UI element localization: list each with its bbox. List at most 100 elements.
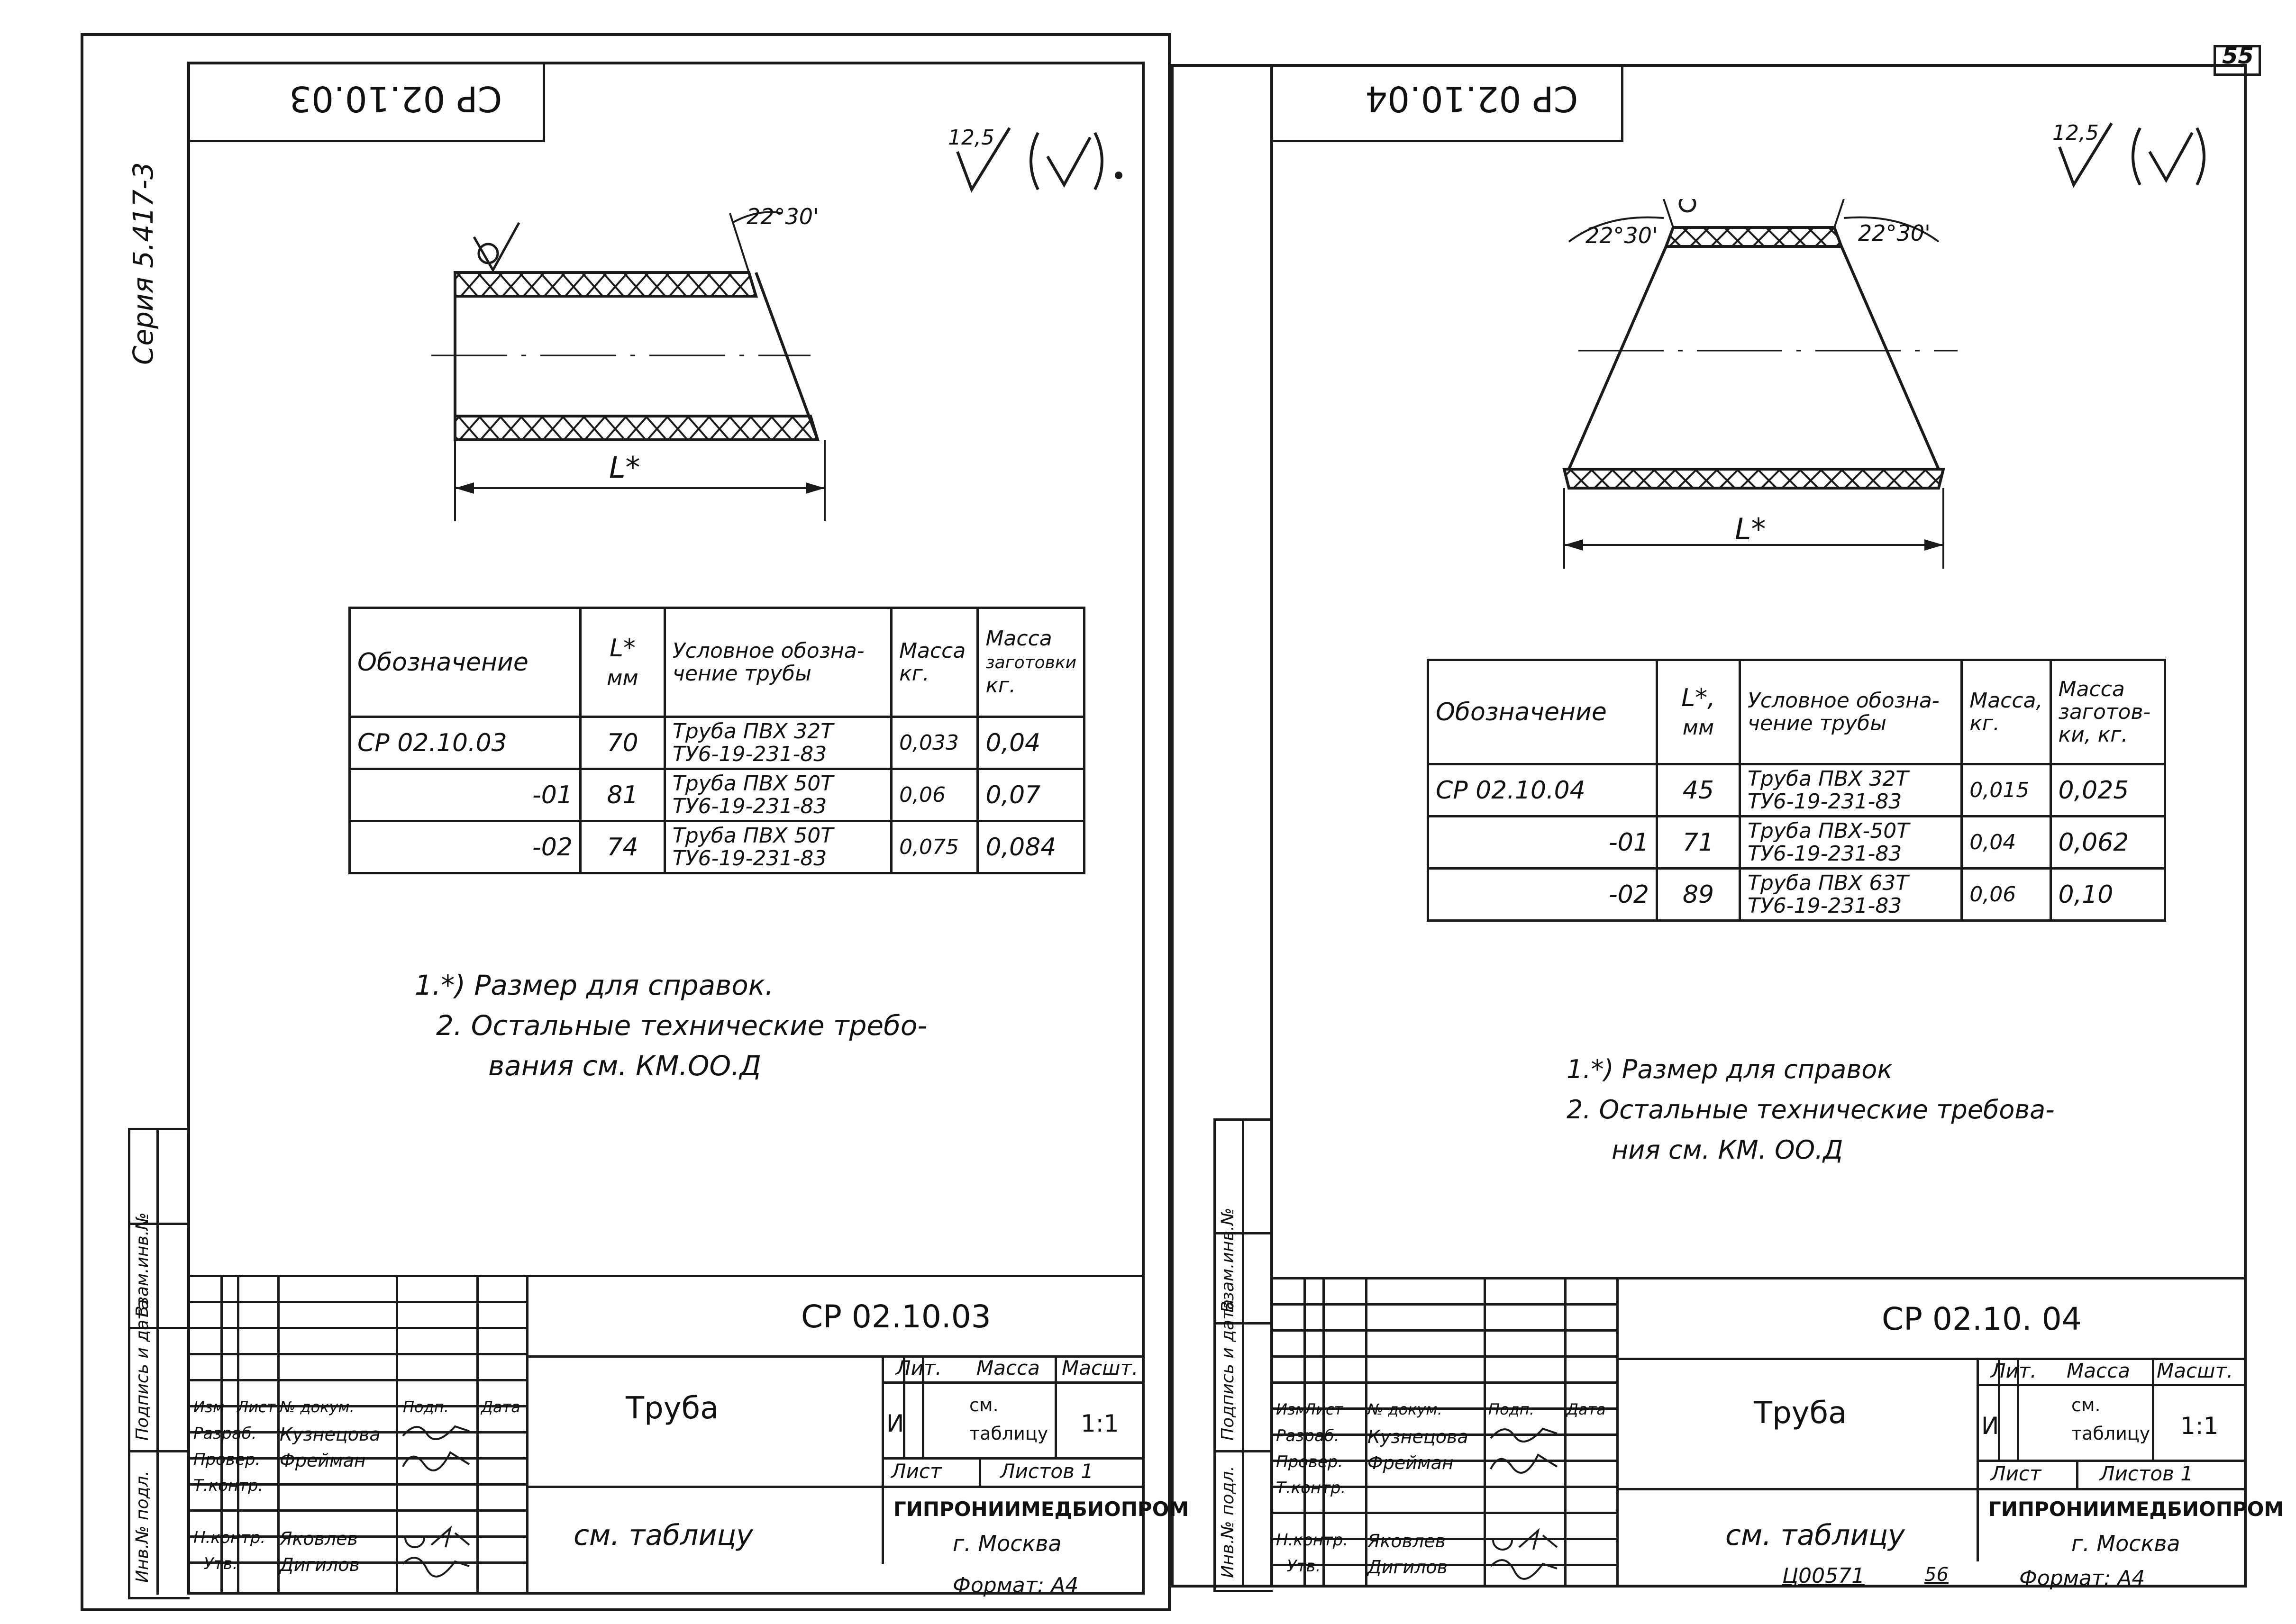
- note-2-right: 2. Остальные технические требова-: [1567, 1095, 2055, 1125]
- tb-right-person-1: Фрейман: [1367, 1452, 1454, 1473]
- tb-left-hdr-sign: Подп.: [403, 1398, 449, 1416]
- tb-right-city: г. Москва: [2071, 1531, 2180, 1556]
- row1-mass: 0,06: [890, 768, 979, 822]
- tb-right-hdr-list: Лист: [1304, 1400, 1343, 1418]
- tb-left-hdr-izm: Изм: [193, 1398, 225, 1416]
- tb-right-lit-value: И: [1981, 1412, 1999, 1440]
- tb-left-scale: Масшт.: [1062, 1356, 1139, 1379]
- signature-right-4: [1490, 1559, 1558, 1580]
- spec-table-left: Обозначение L*мм Условное обозна-чение т…: [348, 607, 1085, 874]
- row2-designation-r: -02: [1427, 867, 1658, 922]
- sidebar-right-inv-podl: Инв.№ подл.: [1218, 1466, 1238, 1578]
- row1-length-r: 71: [1655, 815, 1741, 870]
- tb-right-role-1: Провер.: [1276, 1452, 1343, 1471]
- tb-right-person-5: Дигилов: [1367, 1557, 1448, 1578]
- tb-right-mass-value: см.таблицу: [2071, 1395, 2150, 1444]
- inner-frame-right: [1270, 64, 2247, 1588]
- row2-length: 74: [579, 820, 666, 874]
- row0-length: 70: [579, 716, 666, 770]
- header-length: L*мм: [579, 607, 666, 718]
- spec-table-right: Обозначение L*,мм Условное обозна-чение …: [1427, 659, 2167, 922]
- note-3-right: ния см. КМ. ОО.Д: [1612, 1135, 1843, 1165]
- pipe-drawing-right: [1562, 199, 1958, 569]
- row0-mass-r: 0,015: [1960, 763, 2052, 817]
- row1-blank: 0,07: [976, 768, 1085, 822]
- tb-right-lit: Лит.: [1991, 1359, 2037, 1382]
- note-1-right: 1.*) Размер для справок: [1567, 1054, 1893, 1084]
- bottom-code-b: 56: [1924, 1564, 1949, 1586]
- tb-left-city: г. Москва: [953, 1531, 1062, 1556]
- angle-label-right-left: 22°30': [1585, 223, 1658, 248]
- row2-mass: 0,075: [890, 820, 979, 874]
- tb-right-hdr-izm: Изм: [1276, 1400, 1307, 1418]
- note-1-left: 1.*) Размер для справок.: [415, 969, 774, 1001]
- tb-right-hdr-doc: № докум.: [1367, 1400, 1442, 1418]
- tb-left-person-1: Фрейман: [280, 1450, 366, 1471]
- inner-frame-left: [187, 62, 1145, 1595]
- row1-mass-r: 0,04: [1960, 815, 2052, 870]
- header-designation-r: Обозначение: [1427, 659, 1658, 765]
- row1-blank-r: 0,062: [2049, 815, 2167, 870]
- row0-mass: 0,033: [890, 716, 979, 770]
- row2-length-r: 89: [1655, 867, 1741, 922]
- sidebar-right-vzam: Взам.инв.№: [1218, 1207, 1238, 1313]
- row0-length-r: 45: [1655, 763, 1741, 817]
- outer-frame-left: [81, 33, 1171, 1611]
- row0-blank-r: 0,025: [2049, 763, 2167, 817]
- sidebar-label-vzam: Взам.инв.№: [133, 1212, 152, 1317]
- tb-left-person-5: Дигилов: [280, 1554, 360, 1575]
- tb-right-role-0: Разраб.: [1276, 1426, 1339, 1445]
- header-pipe: Условное обозна-чение трубы: [663, 607, 893, 718]
- tb-left-role-0: Разраб.: [193, 1424, 257, 1443]
- signature-right-1: [1490, 1427, 1558, 1443]
- tb-right-person-0: Кузнецова: [1367, 1426, 1468, 1447]
- tb-left-mass-value: см.таблицу: [969, 1395, 1048, 1444]
- tb-left-lit-value: И: [886, 1410, 904, 1437]
- tb-right-scale-value: 1:1: [2180, 1412, 2219, 1440]
- roughness-value-left: 12,5: [948, 126, 994, 150]
- top-stamp-right-box: [1270, 64, 1623, 142]
- tb-left-person-4: Яковлев: [280, 1528, 358, 1549]
- tb-left-hdr-doc: № докум.: [280, 1398, 355, 1416]
- angle-label-right-right: 22°30': [1858, 220, 1931, 246]
- top-stamp-left-box: [187, 62, 545, 142]
- series-stamp: Серия 5.417-3: [127, 162, 159, 365]
- length-label-left: L*: [609, 450, 640, 485]
- row2-mass-r: 0,06: [1960, 867, 2052, 922]
- note-3-left: вания см. КМ.ОО.Д: [488, 1050, 761, 1082]
- tb-left-sheet: Лист: [891, 1460, 942, 1483]
- tb-right-role-4: Н.контр.: [1276, 1531, 1348, 1550]
- roughness-value-right: 12,5: [2052, 121, 2099, 145]
- tb-right-role-2: Т.контр.: [1276, 1479, 1346, 1497]
- tb-left-hdr-list: Лист: [237, 1398, 276, 1416]
- tb-right-person-4: Яковлев: [1367, 1531, 1446, 1551]
- tb-left-scale-value: 1:1: [1081, 1410, 1119, 1437]
- tb-right-scale: Масшт.: [2157, 1359, 2233, 1382]
- tb-right-code: СР 02.10. 04: [1882, 1301, 2082, 1337]
- tb-left-code: СР 02.10.03: [801, 1298, 991, 1335]
- signature-right-2: [1490, 1453, 1558, 1474]
- page-number-box: [2214, 45, 2261, 76]
- tb-right-material: см. таблицу: [1725, 1519, 1905, 1552]
- header-pipe-r: Условное обозна-чение трубы: [1739, 659, 1963, 765]
- sidebar-right-podpis: Подпись и дата: [1218, 1299, 1238, 1441]
- left-sidebar: [128, 1128, 190, 1599]
- tb-right-mass: Масса: [2067, 1359, 2130, 1382]
- length-label-right: L*: [1735, 512, 1766, 546]
- tb-left-role-1: Провер.: [193, 1450, 261, 1469]
- tb-left-org: ГИПРОНИИМЕДБИОПРОМ: [893, 1497, 1189, 1521]
- note-2-left: 2. Остальные технические требо-: [436, 1009, 928, 1042]
- tb-left-sheets: Листов 1: [1000, 1460, 1093, 1483]
- row0-designation-r: СР 02.10.04: [1427, 763, 1658, 817]
- tb-left-mass: Масса: [976, 1356, 1040, 1379]
- roughness-check-icon: [956, 127, 1122, 193]
- roughness-check-icon-right: [2058, 122, 2205, 188]
- sidebar-label-inv-podl: Инв.№ подл.: [133, 1470, 152, 1583]
- angle-label-left: 22°30': [747, 204, 819, 229]
- row1-designation: -01: [348, 768, 582, 822]
